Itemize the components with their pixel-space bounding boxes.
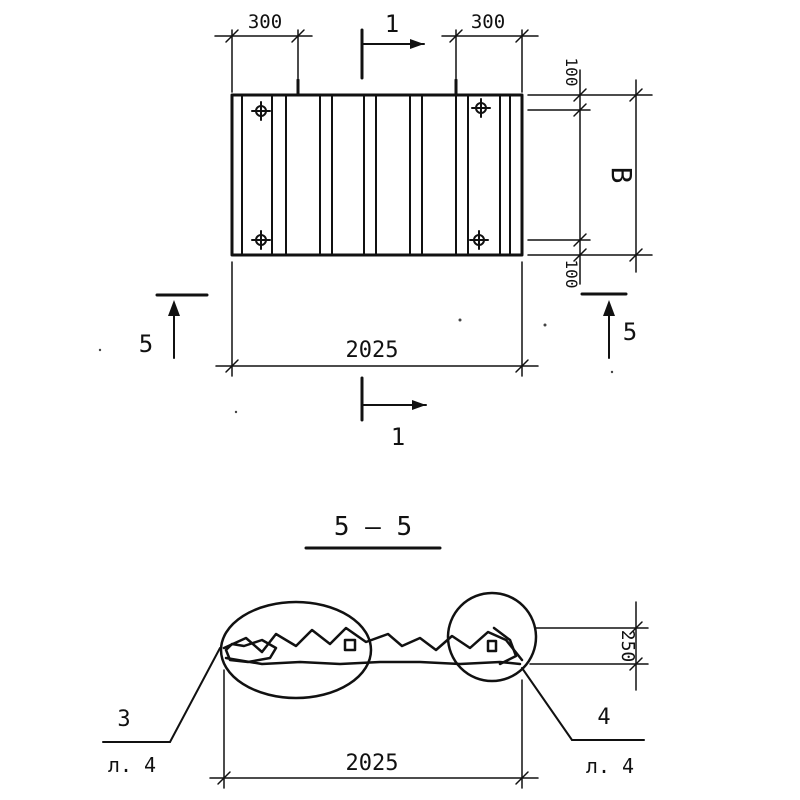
section-height-dimension <box>529 601 649 691</box>
corrugated-profile <box>222 626 524 666</box>
section-1-bottom-arrow <box>412 400 426 410</box>
detail-3-sheet: л. 4 <box>108 753 156 777</box>
section-1-bottom-mark <box>360 376 427 422</box>
dim-height-section: 250 <box>617 630 638 663</box>
dim-width-section: 2025 <box>346 751 399 776</box>
detail-3-leader <box>102 647 221 743</box>
detail-4-sheet: л. 4 <box>586 754 634 778</box>
section-width-dimension <box>209 669 539 789</box>
dim-width-plan: 2025 <box>346 338 399 363</box>
detail-3-callout <box>219 600 373 700</box>
detail-4-number: 4 <box>597 705 610 730</box>
dim-right-top: 300 <box>471 11 505 33</box>
lifting-loops <box>296 78 458 97</box>
dim-height-b: B <box>605 167 638 184</box>
section-5-right-arrow <box>603 300 615 316</box>
section-view: 5 — 5 3 л. 4 4 л. 4 <box>102 512 649 789</box>
scan-specks <box>98 318 614 414</box>
section-5-right-label: 5 <box>623 318 637 346</box>
section-1-bottom-label: 1 <box>391 423 405 451</box>
panel-ribs <box>241 94 511 256</box>
section-5-left-arrow <box>168 300 180 316</box>
dim-left-top: 300 <box>248 11 282 33</box>
detail-4-callout <box>446 591 538 683</box>
dim-top-offset: 100 <box>562 58 581 87</box>
section-title: 5 — 5 <box>334 512 412 542</box>
plan-width-dimension <box>215 261 539 377</box>
section-5-left-label: 5 <box>139 330 153 358</box>
section-5-right-mark <box>580 292 628 359</box>
top-dimensions <box>214 29 539 93</box>
right-dimensions <box>527 69 653 285</box>
section-1-top-arrow <box>410 39 424 49</box>
section-5-left-mark <box>155 293 209 359</box>
detail-4-leader <box>521 667 645 741</box>
section-1-top-label: 1 <box>385 10 399 38</box>
plan-view: 300 300 1 100 B 100 <box>139 10 653 451</box>
detail-3-number: 3 <box>117 707 130 732</box>
dim-bottom-offset: 100 <box>562 260 581 289</box>
anchor-bolts <box>251 98 491 250</box>
